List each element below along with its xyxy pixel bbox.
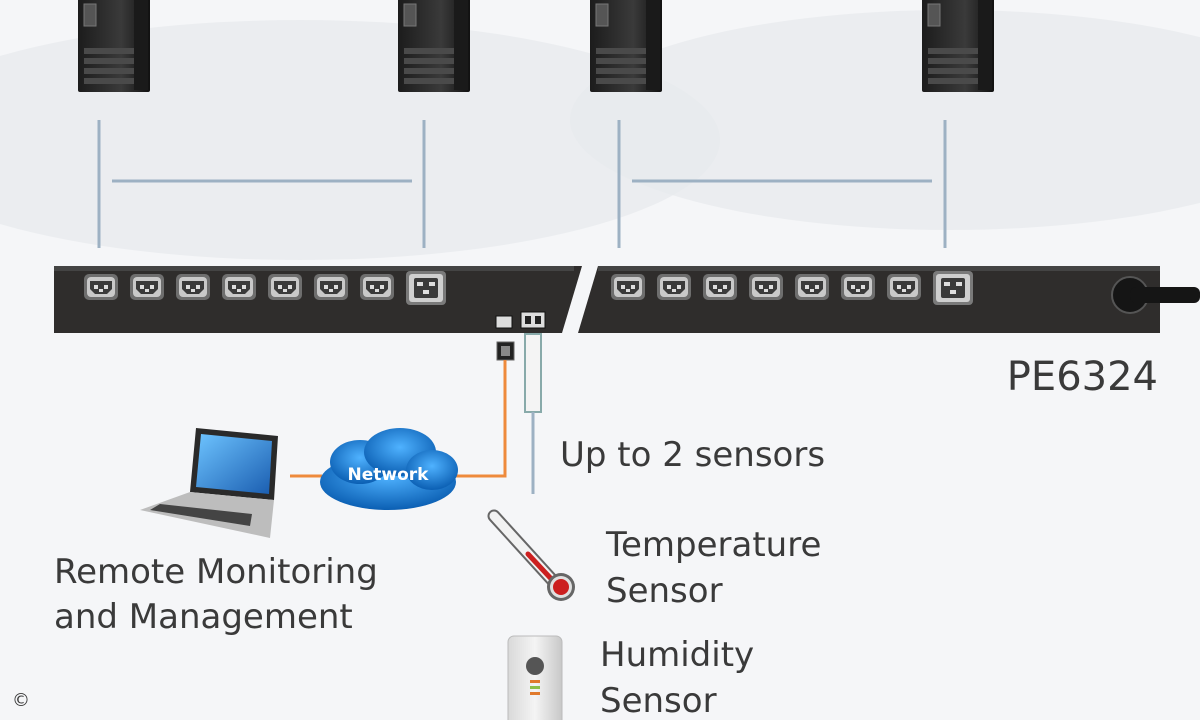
laptop-icon <box>140 428 278 538</box>
remote-label-line2: and Management <box>54 597 353 637</box>
sensor-caption: Up to 2 sensors <box>560 435 825 475</box>
server-3-icon <box>589 0 663 93</box>
network-cloud-icon <box>320 428 458 510</box>
thermometer-icon <box>487 509 575 601</box>
copyright-mark: © <box>12 690 30 711</box>
power-connection-lines <box>97 120 947 248</box>
model-label: PE6324 <box>1007 354 1158 400</box>
humidity-sensor-icon <box>507 635 563 720</box>
temperature-label-line2: Sensor <box>606 571 723 611</box>
humidity-label-line1: Humidity <box>600 635 754 675</box>
temperature-label-line1: Temperature <box>605 525 821 565</box>
sensor-cable <box>524 333 542 494</box>
server-4-icon <box>921 0 995 93</box>
network-cable <box>290 341 515 478</box>
humidity-label-line2: Sensor <box>600 681 717 720</box>
remote-label-line1: Remote Monitoring <box>54 552 378 592</box>
pdu-ports <box>495 311 546 329</box>
server-1-icon <box>77 0 151 93</box>
power-cord-icon <box>1111 276 1200 314</box>
server-2-icon <box>397 0 471 93</box>
network-label: Network <box>348 465 430 485</box>
